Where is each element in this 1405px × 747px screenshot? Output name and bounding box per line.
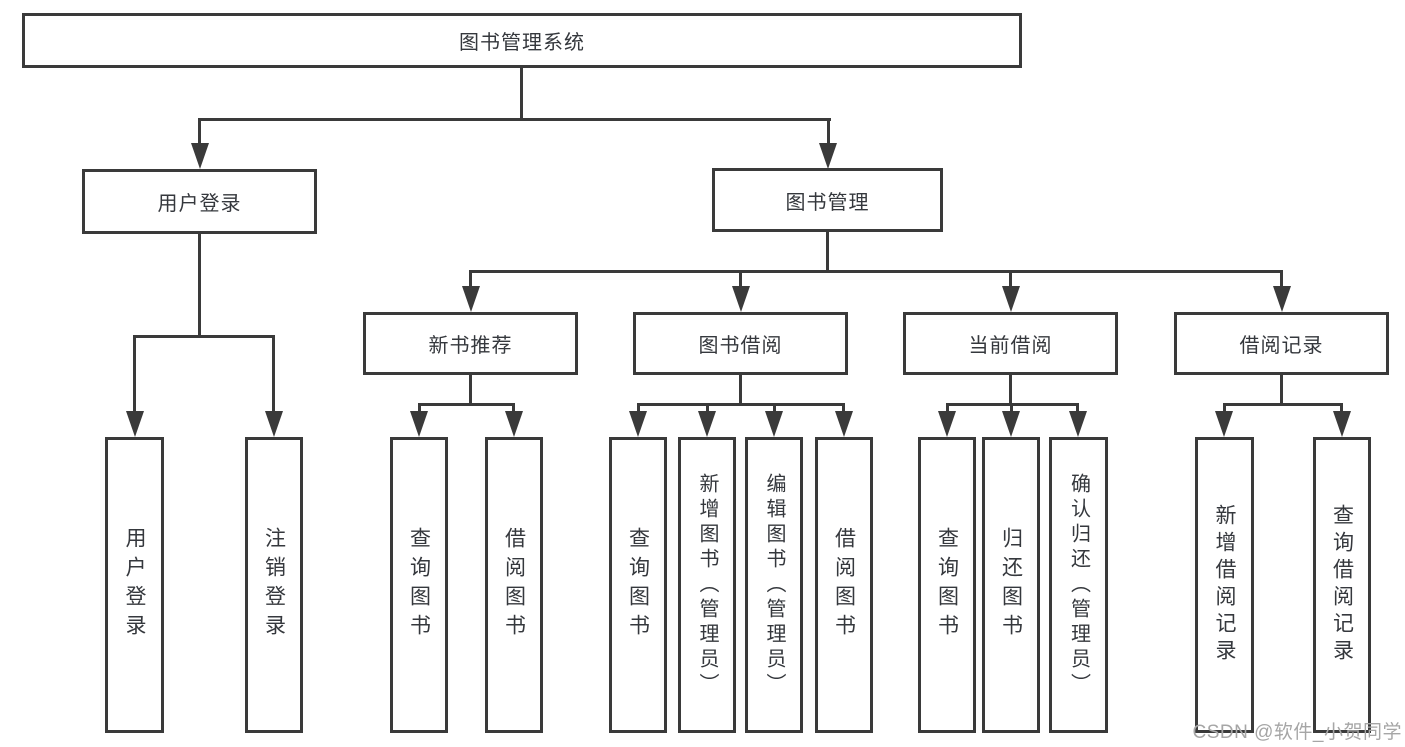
leaf-borrow-book-label: 借阅图书 (832, 527, 856, 643)
leaf-borrow-book: 借阅图书 (815, 437, 873, 733)
leaf-add-record-label: 新增借阅记录 (1213, 504, 1236, 666)
arrow-down-icon (835, 411, 853, 437)
connector-drop (1223, 403, 1226, 414)
leaf-query-record: 查询借阅记录 (1313, 437, 1371, 733)
node-borrow-records: 借阅记录 (1174, 312, 1389, 375)
connector-drop (946, 403, 949, 414)
leaf-confirm-return-admin-label: 确认归还（管理员） (1067, 472, 1090, 698)
node-current-borrow: 当前借阅 (903, 312, 1118, 375)
connector-stem (826, 232, 829, 272)
arrow-down-icon (1069, 411, 1087, 437)
leaf-newbooks-borrow-label: 借阅图书 (502, 527, 526, 643)
arrow-down-icon (819, 143, 837, 169)
node-root: 图书管理系统 (22, 13, 1022, 68)
connector-drop (706, 403, 709, 414)
node-user-login: 用户登录 (82, 169, 317, 234)
leaf-logout-label: 注销登录 (262, 527, 286, 643)
node-book-management: 图书管理 (712, 168, 943, 232)
leaf-return-book-label: 归还图书 (999, 527, 1023, 643)
connector-drop (739, 270, 742, 290)
arrow-down-icon (462, 286, 480, 312)
leaf-logout: 注销登录 (245, 437, 303, 733)
leaf-query-record-label: 查询借阅记录 (1330, 504, 1354, 666)
arrow-down-icon (1002, 411, 1020, 437)
connector-drop (773, 403, 776, 414)
connector-drop (418, 403, 421, 414)
leaf-confirm-return-admin: 确认归还（管理员） (1049, 437, 1108, 733)
node-root-label: 图书管理系统 (459, 32, 585, 54)
connector-branch (418, 403, 515, 406)
arrow-down-icon (1333, 411, 1351, 437)
arrow-down-icon (410, 411, 428, 437)
leaf-current-query-label: 查询图书 (935, 527, 959, 643)
connector-drop (827, 118, 830, 146)
arrow-down-icon (265, 411, 283, 437)
leaf-newbooks-query: 查询图书 (390, 437, 448, 733)
leaf-borrow-query-label: 查询图书 (626, 527, 650, 643)
connector-drop (198, 118, 201, 146)
leaf-user-login: 用户登录 (105, 437, 164, 733)
node-new-books-label: 新书推荐 (428, 335, 513, 357)
leaf-current-query: 查询图书 (918, 437, 976, 733)
connector-drop (1280, 270, 1283, 290)
connector-stem (1280, 374, 1283, 405)
arrow-down-icon (732, 286, 750, 312)
connector-drop (133, 335, 136, 414)
connector-stem (1009, 374, 1012, 405)
leaf-user-login-label: 用户登录 (123, 527, 146, 643)
arrow-down-icon (505, 411, 523, 437)
node-borrow-records-label: 借阅记录 (1239, 335, 1324, 357)
leaf-newbooks-borrow: 借阅图书 (485, 437, 543, 733)
connector-stem (469, 374, 472, 405)
arrow-down-icon (629, 411, 647, 437)
connector-drop (1340, 403, 1343, 414)
connector-drop (272, 335, 275, 414)
node-book-management-label: 图书管理 (785, 191, 870, 214)
connector-drop (469, 270, 472, 290)
connector-drop (637, 403, 640, 414)
arrow-down-icon (1273, 286, 1291, 312)
leaf-add-book-admin-label: 新增图书（管理员） (696, 472, 718, 698)
leaf-edit-book-admin-label: 编辑图书（管理员） (763, 472, 785, 698)
arrow-down-icon (1215, 411, 1233, 437)
connector-drop (1010, 403, 1013, 414)
connector-stem (198, 233, 201, 336)
connector-root-stem (520, 66, 523, 120)
arrow-down-icon (191, 143, 209, 169)
node-new-books: 新书推荐 (363, 312, 578, 375)
leaf-newbooks-query-label: 查询图书 (407, 527, 431, 643)
arrow-down-icon (698, 411, 716, 437)
leaf-return-book: 归还图书 (982, 437, 1040, 733)
connector-drop (1009, 270, 1012, 290)
leaf-add-book-admin: 新增图书（管理员） (678, 437, 736, 733)
node-current-borrow-label: 当前借阅 (968, 335, 1053, 357)
arrow-down-icon (1002, 286, 1020, 312)
arrow-down-icon (765, 411, 783, 437)
connector-stem (739, 374, 742, 405)
node-book-borrow: 图书借阅 (633, 312, 848, 375)
connector-branch (133, 335, 275, 338)
leaf-add-record: 新增借阅记录 (1195, 437, 1254, 733)
leaf-borrow-query: 查询图书 (609, 437, 667, 733)
node-book-borrow-label: 图书借阅 (698, 335, 783, 357)
connector-drop (1076, 403, 1079, 414)
csdn-watermark: CSDN @软件_小贺同学 (1192, 722, 1402, 743)
connector-drop (512, 403, 515, 414)
leaf-edit-book-admin: 编辑图书（管理员） (745, 437, 803, 733)
connector-root-branch (198, 118, 831, 121)
connector-branch (637, 403, 845, 406)
arrow-down-icon (938, 411, 956, 437)
connector-branch (469, 270, 1283, 273)
connector-branch (1223, 403, 1343, 406)
arrow-down-icon (126, 411, 144, 437)
node-user-login-label: 用户登录 (157, 193, 242, 215)
connector-drop (842, 403, 845, 414)
